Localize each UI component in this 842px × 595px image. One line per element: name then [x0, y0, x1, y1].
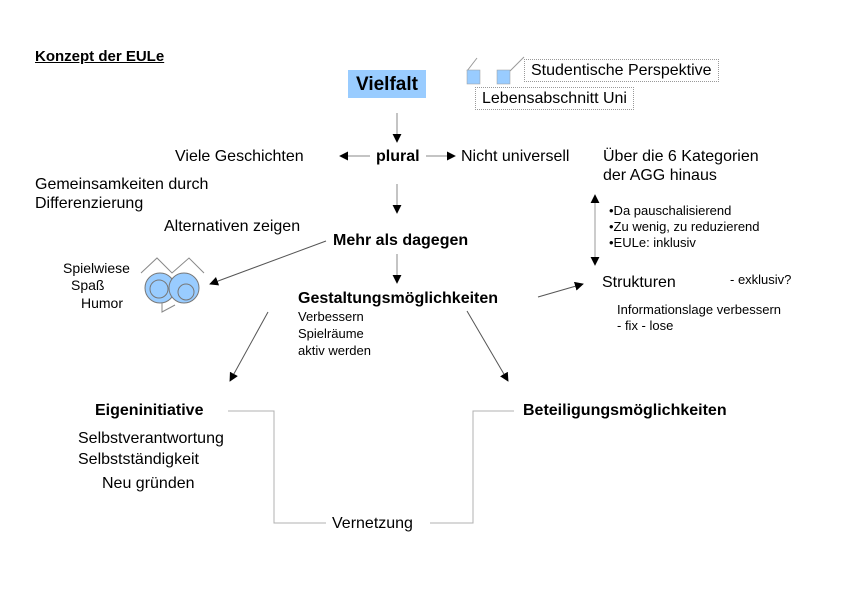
spiel-item-humor: Humor — [81, 295, 124, 311]
eigeninitiative-node: Eigeninitiative — [95, 402, 204, 419]
gestaltung-item: aktiv werden — [298, 343, 371, 358]
strukturen-node: Strukturen — [602, 274, 676, 291]
eigen-item: Neu gründen — [102, 475, 195, 492]
eigen-item: Selbstständigkeit — [78, 451, 199, 468]
viele-geschichten-node: Viele Geschichten — [175, 148, 304, 165]
arrow-gestaltung-beteiligung — [466, 310, 509, 382]
connector-vernetzung-beteiligung — [430, 410, 514, 524]
gestaltung-item: Verbessern — [298, 309, 364, 324]
gestaltung-item: Spielräume — [298, 326, 364, 341]
arrow-gestaltung-eigen — [229, 311, 269, 382]
arrow-mehr-spiel — [209, 240, 327, 286]
spiel-item-spass: Spaß — [71, 277, 105, 293]
spiel-item-spielwiese: Spielwiese — [63, 260, 130, 276]
vernetzung-node: Vernetzung — [332, 515, 413, 532]
gemeinsamkeiten-line-1: Gemeinsamkeiten durch — [35, 176, 209, 193]
gestaltung-node: Gestaltungsmöglichkeiten — [298, 290, 499, 307]
beteiligung-node: Beteiligungsmöglichkeiten — [523, 402, 727, 419]
perspective-icon — [466, 56, 525, 85]
vielfalt-node: Vielfalt — [348, 70, 426, 98]
strukturen-note: - exklusiv? — [730, 272, 792, 287]
kategorien-line-2: der AGG hinaus — [603, 167, 717, 184]
bullet-item: •EULe: inklusiv — [609, 235, 696, 250]
connector-eigen-vernetzung — [228, 410, 326, 524]
alternativen-node: Alternativen zeigen — [164, 218, 301, 235]
eigen-item: Selbstverantwortung — [78, 430, 224, 447]
gemeinsamkeiten-line-2: Differenzierung — [35, 195, 144, 212]
plural-node: plural — [376, 148, 420, 165]
page-title: Konzept der EULe — [35, 48, 165, 65]
strukturen-info-1: Informationslage verbessern — [617, 302, 782, 317]
perspective-label-lebensabschnitt: Lebensabschnitt Uni — [475, 87, 634, 110]
kategorien-line-1: Über die 6 Kategorien — [603, 148, 759, 165]
eyes-icon — [140, 257, 205, 313]
strukturen-info-2: - fix - lose — [617, 318, 674, 333]
arrow-gestaltung-strukturen — [537, 281, 584, 298]
bullet-item: •Da pauschalisierend — [609, 203, 732, 218]
nicht-universell-node: Nicht universell — [461, 148, 570, 165]
mehr-als-dagegen-node: Mehr als dagegen — [333, 232, 469, 249]
bullet-item: •Zu wenig, zu reduzierend — [609, 219, 760, 234]
perspective-label-student: Studentische Perspektive — [524, 59, 719, 82]
